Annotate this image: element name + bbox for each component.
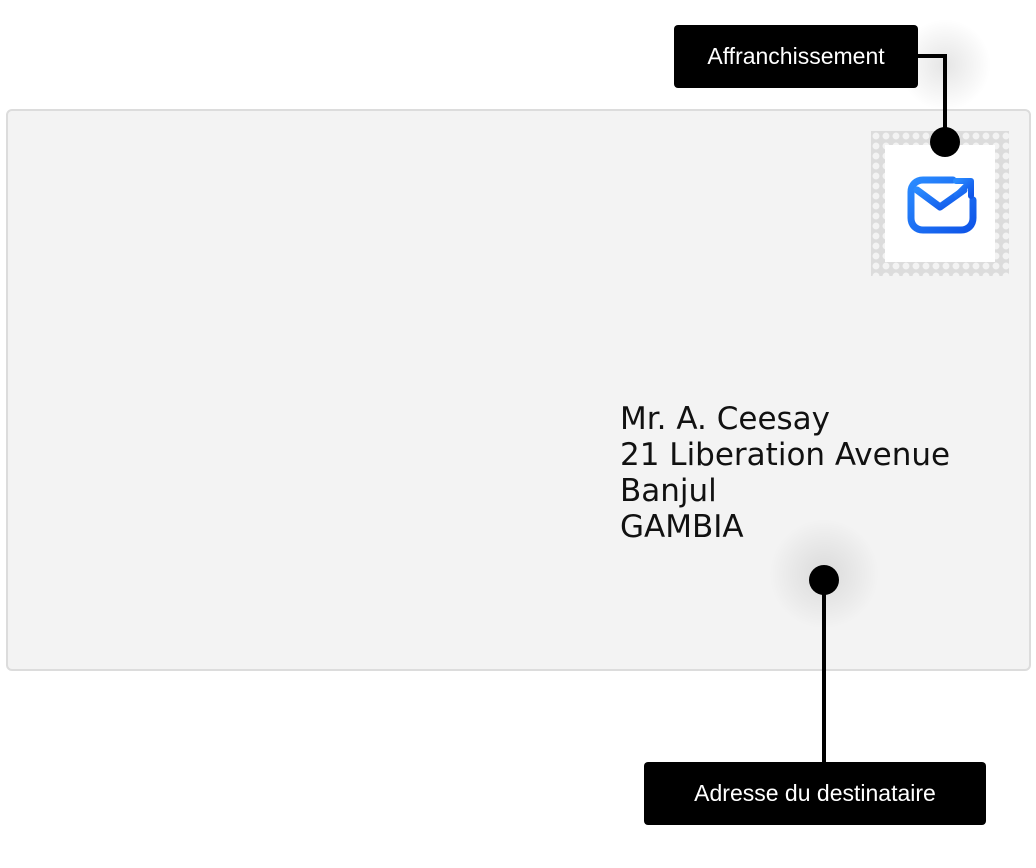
mail-send-icon bbox=[907, 176, 977, 234]
callout-glow-recipient bbox=[770, 520, 878, 628]
recipient-callout-label: Adresse du destinataire bbox=[644, 762, 986, 825]
address-line-city: Banjul bbox=[620, 473, 717, 509]
recipient-address: Mr. A. Ceesay 21 Liberation Avenue Banju… bbox=[620, 401, 950, 545]
postage-stamp bbox=[871, 131, 1009, 276]
envelope bbox=[6, 109, 1031, 671]
address-line-country: GAMBIA bbox=[620, 509, 744, 545]
postage-callout-label: Affranchissement bbox=[674, 25, 918, 88]
address-line-street: 21 Liberation Avenue bbox=[620, 437, 951, 473]
address-line-name: Mr. A. Ceesay bbox=[620, 401, 831, 437]
